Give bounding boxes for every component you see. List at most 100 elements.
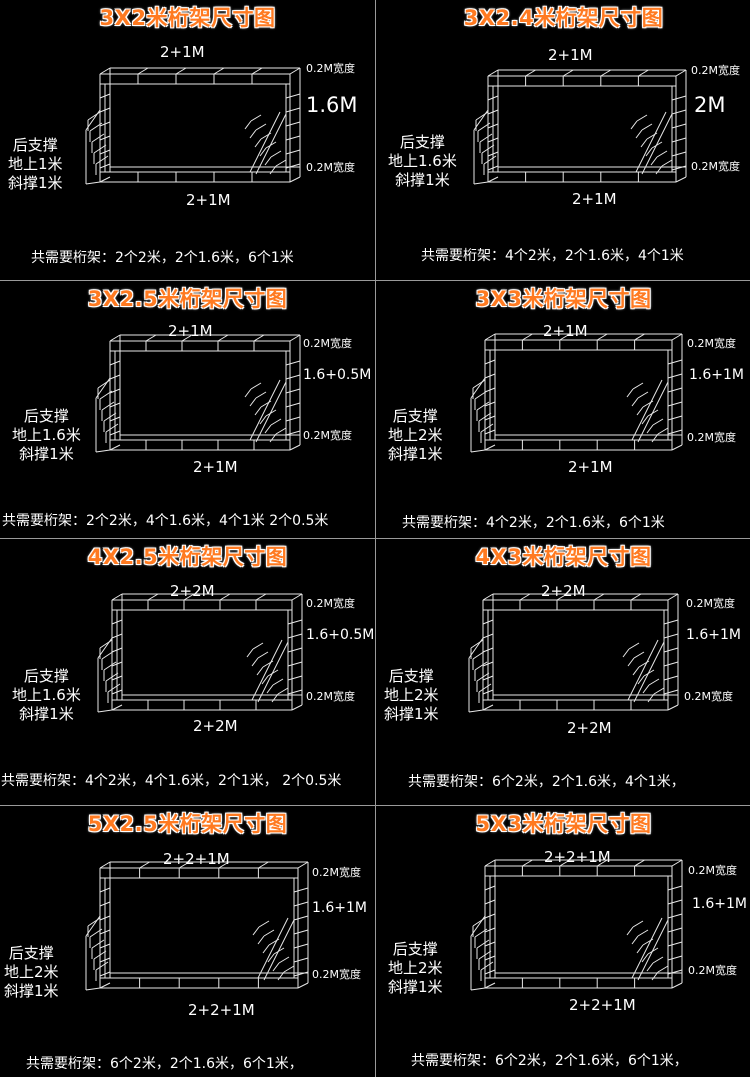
panel-title: 3X2米桁架尺寸图 xyxy=(99,6,276,30)
width-label-top: 0.2M宽度 xyxy=(688,864,737,877)
truss-member xyxy=(626,388,634,398)
truss-member xyxy=(285,430,301,436)
truss-member xyxy=(287,689,303,695)
truss-member xyxy=(487,69,499,77)
truss-member xyxy=(285,360,301,366)
truss-member xyxy=(663,647,679,653)
truss-member xyxy=(99,971,111,977)
truss-member xyxy=(473,181,489,185)
truss-member xyxy=(255,593,267,601)
side-line: 斜撑1米 xyxy=(4,982,59,1000)
rear-support-note: 后支撑 地上2米 斜撑1米 xyxy=(388,407,443,464)
side-line: 斜撑1米 xyxy=(8,174,63,192)
side-line: 斜撑1米 xyxy=(384,705,439,723)
truss-member xyxy=(484,927,496,933)
truss-member xyxy=(218,861,230,869)
truss-member xyxy=(487,176,499,183)
truss-member xyxy=(285,121,301,127)
truss-member xyxy=(285,416,301,422)
truss-member xyxy=(656,150,668,158)
requirement-text: 共需要桁架：2个2米，4个1.6米，4个1米 2个0.5米 xyxy=(2,513,329,529)
truss-member xyxy=(484,982,496,989)
truss-member xyxy=(249,129,257,139)
rear-support-note: 后支撑 地上1.6米 斜撑1米 xyxy=(388,133,457,190)
truss-member xyxy=(297,861,309,869)
truss-member xyxy=(249,397,257,407)
truss-member xyxy=(213,67,225,75)
panel-title: 3X2.4米桁架尺寸图 xyxy=(463,6,664,30)
truss-member xyxy=(285,163,301,169)
truss-member xyxy=(667,593,679,601)
side-line: 后支撑 xyxy=(392,407,438,425)
truss-member xyxy=(482,689,494,695)
truss-member xyxy=(468,637,484,659)
truss-member xyxy=(261,675,269,685)
truss-member xyxy=(651,971,659,981)
truss-member xyxy=(474,661,488,671)
truss-member xyxy=(111,633,123,639)
truss-member xyxy=(250,382,262,390)
truss-member xyxy=(111,593,123,601)
truss-member xyxy=(631,397,639,407)
truss-member xyxy=(640,138,648,148)
truss-drawing xyxy=(470,333,683,453)
panel-3x2.4: 3X2.4米桁架尺寸图 2+1M 0.2M宽度 2M 0.2M宽度 2+1M 后… xyxy=(376,0,750,280)
truss-member xyxy=(270,150,282,158)
side-line: 地上2米 xyxy=(384,686,439,704)
truss-member xyxy=(297,982,309,989)
truss-member xyxy=(95,961,109,971)
truss-member xyxy=(675,176,687,183)
truss-member xyxy=(671,151,687,157)
truss-member xyxy=(487,151,499,157)
truss-member xyxy=(85,915,101,937)
truss-member xyxy=(480,423,494,433)
truss-member xyxy=(272,962,280,972)
width-label-bottom: 0.2M宽度 xyxy=(684,690,733,703)
height-label: 1.6M xyxy=(306,93,358,117)
truss-member xyxy=(647,693,655,703)
truss-member xyxy=(484,333,496,341)
truss-member xyxy=(630,593,642,601)
truss-member xyxy=(99,135,111,141)
truss-member xyxy=(635,111,667,173)
truss-member xyxy=(484,941,496,947)
truss-member xyxy=(262,944,270,954)
truss-member xyxy=(483,155,497,165)
requirement-text: 共需要桁架：4个2米，2个1.6米，4个1米 xyxy=(421,248,684,264)
height-label: 1.6+0.5M xyxy=(303,367,372,383)
truss-member xyxy=(244,120,252,130)
truss-member xyxy=(655,165,663,175)
truss-member xyxy=(266,684,274,694)
truss-member xyxy=(667,885,683,891)
truss-member xyxy=(600,69,612,77)
truss-member xyxy=(671,165,687,171)
truss-member xyxy=(99,149,111,155)
truss-member xyxy=(671,123,687,129)
truss-member xyxy=(663,633,679,639)
truss-member xyxy=(661,159,673,167)
truss-member xyxy=(663,675,679,681)
truss-member xyxy=(641,415,649,425)
truss-member xyxy=(137,67,149,75)
truss-member xyxy=(95,449,111,453)
truss-member xyxy=(99,915,111,921)
width-label-bottom: 0.2M宽度 xyxy=(687,431,736,444)
width-label-top: 0.2M宽度 xyxy=(306,62,355,75)
rear-support-note: 后支撑 地上2米 斜撑1米 xyxy=(388,940,443,997)
truss-member xyxy=(103,661,117,671)
truss-member xyxy=(93,950,107,960)
truss-member xyxy=(99,901,111,907)
width-label-top: 0.2M宽度 xyxy=(306,597,355,610)
height-label: 1.6+0.5M xyxy=(306,627,375,643)
truss-member xyxy=(99,887,111,893)
truss-member xyxy=(269,165,277,175)
truss-member xyxy=(259,147,267,157)
truss-member xyxy=(476,939,490,949)
side-line: 斜撑1米 xyxy=(19,445,74,463)
bottom-length-label: 2+2+1M xyxy=(188,1001,255,1019)
row-divider-2 xyxy=(0,538,750,539)
truss-member xyxy=(671,137,687,143)
truss-member xyxy=(109,334,121,342)
side-line: 地上2米 xyxy=(388,959,443,977)
truss-member xyxy=(653,687,665,695)
